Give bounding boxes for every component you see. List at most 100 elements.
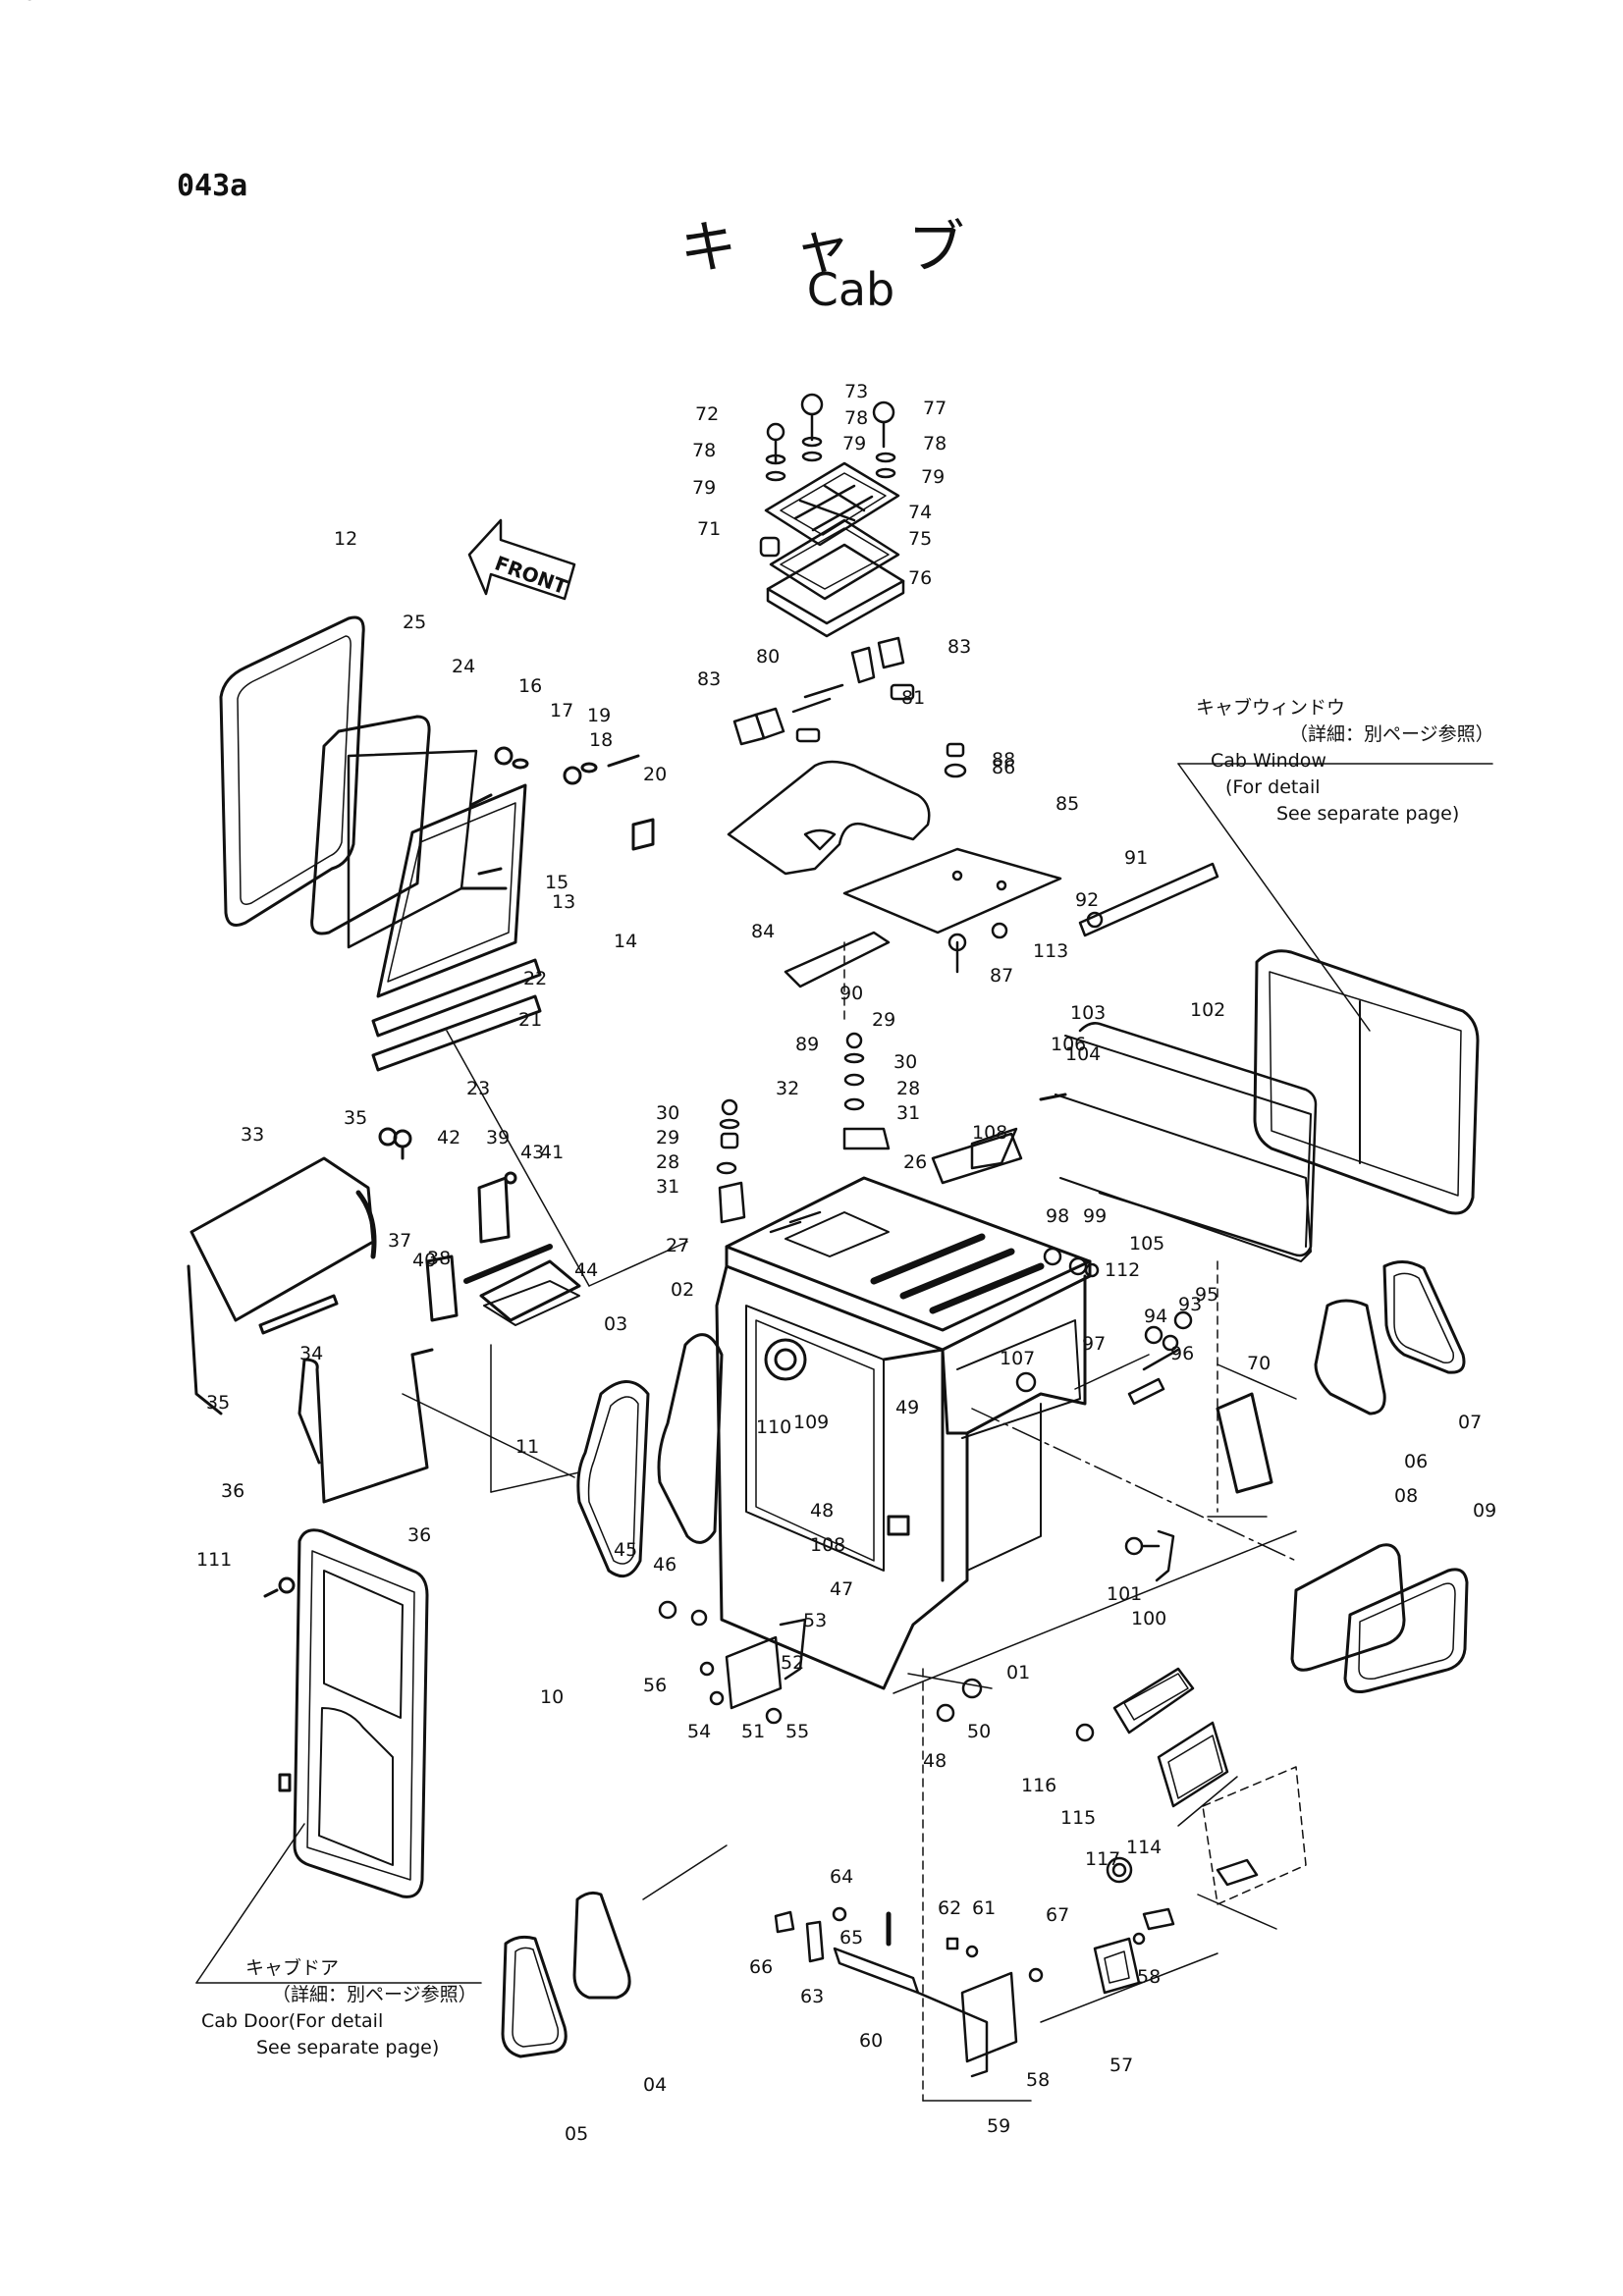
part-label-117: 117 <box>1085 1848 1120 1870</box>
part-label-31: 31 <box>656 1176 679 1198</box>
part-label-91: 91 <box>1124 847 1148 869</box>
part-label-58: 58 <box>1137 1966 1161 1988</box>
part-label-88: 88 <box>992 749 1015 771</box>
part-label-100: 100 <box>1131 1608 1166 1629</box>
part-label-73: 73 <box>844 381 868 402</box>
part-label-80: 80 <box>756 646 780 667</box>
part-label-83: 83 <box>947 636 971 658</box>
part-label-103: 103 <box>1070 1002 1106 1024</box>
part-label-09: 09 <box>1473 1500 1496 1522</box>
lower-hardware <box>658 1600 1307 2078</box>
part-label-78: 78 <box>844 407 868 429</box>
page-code: 043a <box>177 169 248 203</box>
part-label-49: 49 <box>895 1397 919 1418</box>
cab-window-note-en-detail: (For detail <box>1225 776 1321 798</box>
part-label-32: 32 <box>776 1078 799 1099</box>
part-label-44: 44 <box>574 1259 598 1281</box>
part-label-12: 12 <box>334 528 357 550</box>
part-label-76: 76 <box>908 567 932 589</box>
cab-window-note-en: Cab Window <box>1211 750 1326 772</box>
part-label-105: 105 <box>1129 1233 1164 1255</box>
part-label-106: 106 <box>1051 1034 1086 1055</box>
part-label-108: 108 <box>810 1534 845 1556</box>
roof-hatch-assembly <box>732 393 915 746</box>
part-label-58: 58 <box>1026 2069 1050 2091</box>
part-label-17: 17 <box>550 700 573 721</box>
part-label-07: 07 <box>1458 1412 1482 1433</box>
part-label-90: 90 <box>839 983 863 1004</box>
cab-door-note-en: Cab Door(For detail <box>201 2010 384 2032</box>
part-label-95: 95 <box>1195 1284 1218 1306</box>
part-label-04: 04 <box>643 2074 667 2096</box>
side-window-assembly <box>187 1127 581 1504</box>
part-label-05: 05 <box>565 2123 588 2145</box>
part-label-77: 77 <box>923 398 947 419</box>
part-label-23: 23 <box>466 1078 490 1099</box>
corner-windows <box>1216 1260 1469 1693</box>
cab-door-note-jp: キャブドア <box>245 1957 340 1979</box>
part-label-89: 89 <box>795 1034 819 1055</box>
part-label-45: 45 <box>614 1539 637 1561</box>
cab-door-note-jp-detail: （詳細：別ページ参照） <box>272 1984 477 2005</box>
door-glass-seals <box>576 1333 724 1578</box>
part-label-19: 19 <box>587 705 611 726</box>
part-label-16: 16 <box>518 675 542 697</box>
part-label-42: 42 <box>437 1127 460 1148</box>
part-label-14: 14 <box>614 931 637 952</box>
part-label-22: 22 <box>523 968 547 989</box>
part-label-102: 102 <box>1190 999 1225 1021</box>
part-label-66: 66 <box>749 1956 773 1978</box>
part-label-71: 71 <box>697 518 721 540</box>
part-label-107: 107 <box>1000 1348 1035 1369</box>
title-japanese: キャブ <box>679 214 1022 281</box>
part-label-20: 20 <box>643 764 667 785</box>
cab-window-note-en-separate: See separate page) <box>1276 803 1460 825</box>
part-label-03: 03 <box>604 1313 627 1335</box>
part-label-38: 38 <box>427 1248 451 1269</box>
part-label-84: 84 <box>751 921 775 942</box>
part-label-59: 59 <box>987 2115 1010 2137</box>
part-label-36: 36 <box>221 1480 244 1502</box>
floor-plates <box>727 742 1219 1022</box>
part-label-108: 108 <box>972 1122 1007 1144</box>
part-label-64: 64 <box>830 1866 853 1888</box>
part-label-55: 55 <box>785 1721 809 1742</box>
roof-mount-bolts <box>716 1032 1023 1234</box>
part-label-79: 79 <box>842 433 866 454</box>
part-label-78: 78 <box>923 433 947 454</box>
part-label-115: 115 <box>1060 1807 1096 1829</box>
front-arrow: FRONT <box>467 518 576 601</box>
part-label-06: 06 <box>1404 1451 1428 1472</box>
part-label-63: 63 <box>800 1986 824 2007</box>
part-label-79: 79 <box>921 466 945 488</box>
part-label-57: 57 <box>1109 2055 1133 2076</box>
part-label-94: 94 <box>1144 1306 1167 1327</box>
part-label-41: 41 <box>540 1142 564 1163</box>
part-label-110: 110 <box>756 1416 791 1438</box>
rear-window-assembly <box>219 615 655 1160</box>
cab-window-frame <box>1039 949 1480 1262</box>
part-label-40: 40 <box>412 1250 436 1271</box>
part-label-79: 79 <box>692 477 716 499</box>
part-label-33: 33 <box>241 1124 264 1146</box>
part-label-46: 46 <box>653 1554 676 1575</box>
part-label-62: 62 <box>938 1897 961 1919</box>
part-label-114: 114 <box>1126 1837 1162 1858</box>
front-lower-glass <box>501 1891 631 2058</box>
part-label-01: 01 <box>1006 1662 1030 1683</box>
part-label-93: 93 <box>1178 1294 1202 1315</box>
part-label-25: 25 <box>403 612 426 633</box>
part-label-85: 85 <box>1055 793 1079 815</box>
part-label-35: 35 <box>206 1392 230 1414</box>
part-label-56: 56 <box>643 1675 667 1696</box>
title-english: Cab <box>806 263 895 316</box>
part-label-10: 10 <box>540 1686 564 1708</box>
part-label-24: 24 <box>452 656 475 677</box>
part-label-97: 97 <box>1082 1333 1106 1355</box>
cab-door-note: キャブドア （詳細：別ページ参照） Cab Door(For detail Se… <box>201 1955 477 2061</box>
part-label-113: 113 <box>1033 940 1068 962</box>
part-label-11: 11 <box>515 1436 539 1458</box>
part-label-75: 75 <box>908 528 932 550</box>
part-label-52: 52 <box>781 1652 804 1674</box>
cab-door-note-en-separate: See separate page) <box>256 2037 440 2058</box>
